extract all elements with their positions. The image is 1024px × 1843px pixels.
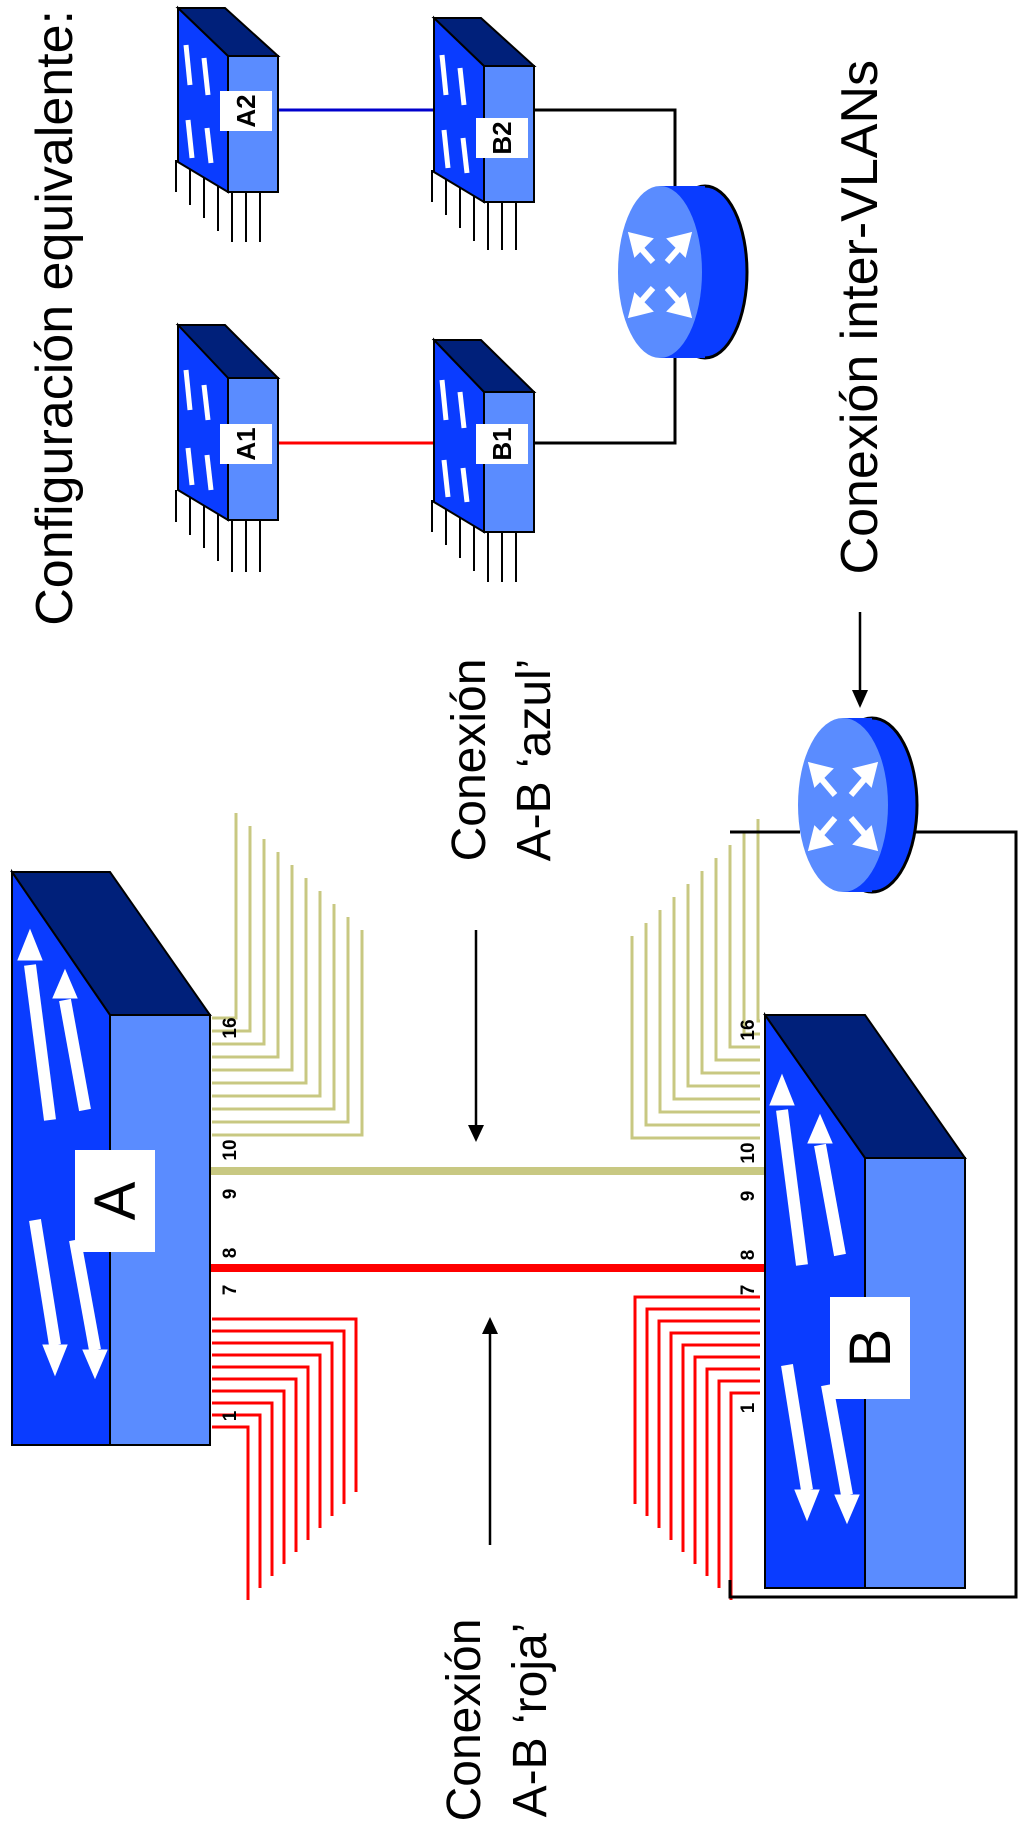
wire-b1-router bbox=[535, 355, 677, 445]
switch-b-port-numbers: 16 10 9 8 7 1 bbox=[738, 1019, 759, 1413]
switch-a1-arrows-icon bbox=[183, 369, 214, 491]
switch-a1: A1 bbox=[175, 322, 281, 572]
switch-a-side bbox=[109, 1014, 211, 1446]
port-a-9: 9 bbox=[220, 1189, 241, 1200]
router-main-top bbox=[798, 718, 888, 892]
port-b-9: 9 bbox=[738, 1191, 759, 1202]
switch-b2-arrows-icon bbox=[439, 54, 470, 174]
router-equivalent-arrows-icon bbox=[627, 231, 693, 319]
switch-a1-label: A1 bbox=[231, 427, 261, 460]
switch-a-red-ports bbox=[212, 1317, 358, 1600]
port-b-16: 16 bbox=[738, 1019, 759, 1040]
switch-b-yellow-ports bbox=[630, 819, 760, 1140]
port-a-1: 1 bbox=[220, 1410, 241, 1421]
switch-a: A bbox=[10, 868, 212, 1446]
switch-b-label: B bbox=[838, 1329, 903, 1368]
switch-a-port-numbers: 16 10 9 8 7 1 bbox=[220, 1017, 241, 1421]
port-b-8: 8 bbox=[738, 1250, 759, 1261]
switch-b2: B2 bbox=[431, 15, 537, 250]
switch-a2-label: A2 bbox=[231, 94, 261, 127]
arrow-roja-icon bbox=[482, 1317, 498, 1545]
label-conexion-roja-line1: Conexión bbox=[438, 1619, 491, 1822]
port-b-7: 7 bbox=[738, 1285, 759, 1296]
router-inter-vlan bbox=[798, 716, 919, 894]
switch-b2-label: B2 bbox=[487, 121, 517, 154]
switch-b1-label: B1 bbox=[487, 427, 517, 460]
switch-a2-arrows-icon bbox=[183, 44, 214, 164]
switch-b1-arrows-icon bbox=[439, 379, 470, 503]
switch-a-arrows-icon bbox=[17, 928, 108, 1380]
wire-b2-router bbox=[535, 108, 677, 190]
switch-a-label-box bbox=[75, 1150, 155, 1252]
port-b-10: 10 bbox=[738, 1142, 759, 1163]
switch-b: B bbox=[763, 1011, 967, 1589]
switch-b-red-ports bbox=[633, 1295, 760, 1600]
port-a-7: 7 bbox=[220, 1285, 241, 1296]
switch-b-label-box bbox=[830, 1297, 910, 1399]
label-conexion-azul-line1: Conexión bbox=[443, 659, 496, 862]
port-a-10: 10 bbox=[220, 1139, 241, 1160]
switch-b-side bbox=[864, 1157, 966, 1589]
switch-b1: B1 bbox=[431, 337, 537, 582]
router-wire-bottom bbox=[728, 830, 1018, 1599]
switch-a-yellow-ports bbox=[212, 813, 364, 1137]
port-b-1: 1 bbox=[738, 1402, 759, 1413]
port-a-16: 16 bbox=[220, 1017, 241, 1038]
switch-a2: A2 bbox=[175, 5, 281, 242]
label-conexion-inter-vlans: Conexión inter-VLANs bbox=[831, 60, 889, 574]
arrow-azul-icon bbox=[468, 930, 484, 1142]
switch-a-label: A bbox=[83, 1181, 148, 1220]
switch-b-arrows-icon bbox=[769, 1073, 860, 1525]
label-conexion-roja-line2: A-B ‘roja’ bbox=[504, 1623, 557, 1818]
label-conexion-azul-line2: A-B ‘azul’ bbox=[508, 659, 561, 862]
page-title: Configuración equivalente: bbox=[26, 10, 84, 626]
arrow-inter-vlans-icon bbox=[852, 612, 868, 708]
port-a-8: 8 bbox=[220, 1248, 241, 1259]
router-equivalent bbox=[618, 184, 749, 360]
router-main-arrows-icon bbox=[807, 761, 879, 852]
